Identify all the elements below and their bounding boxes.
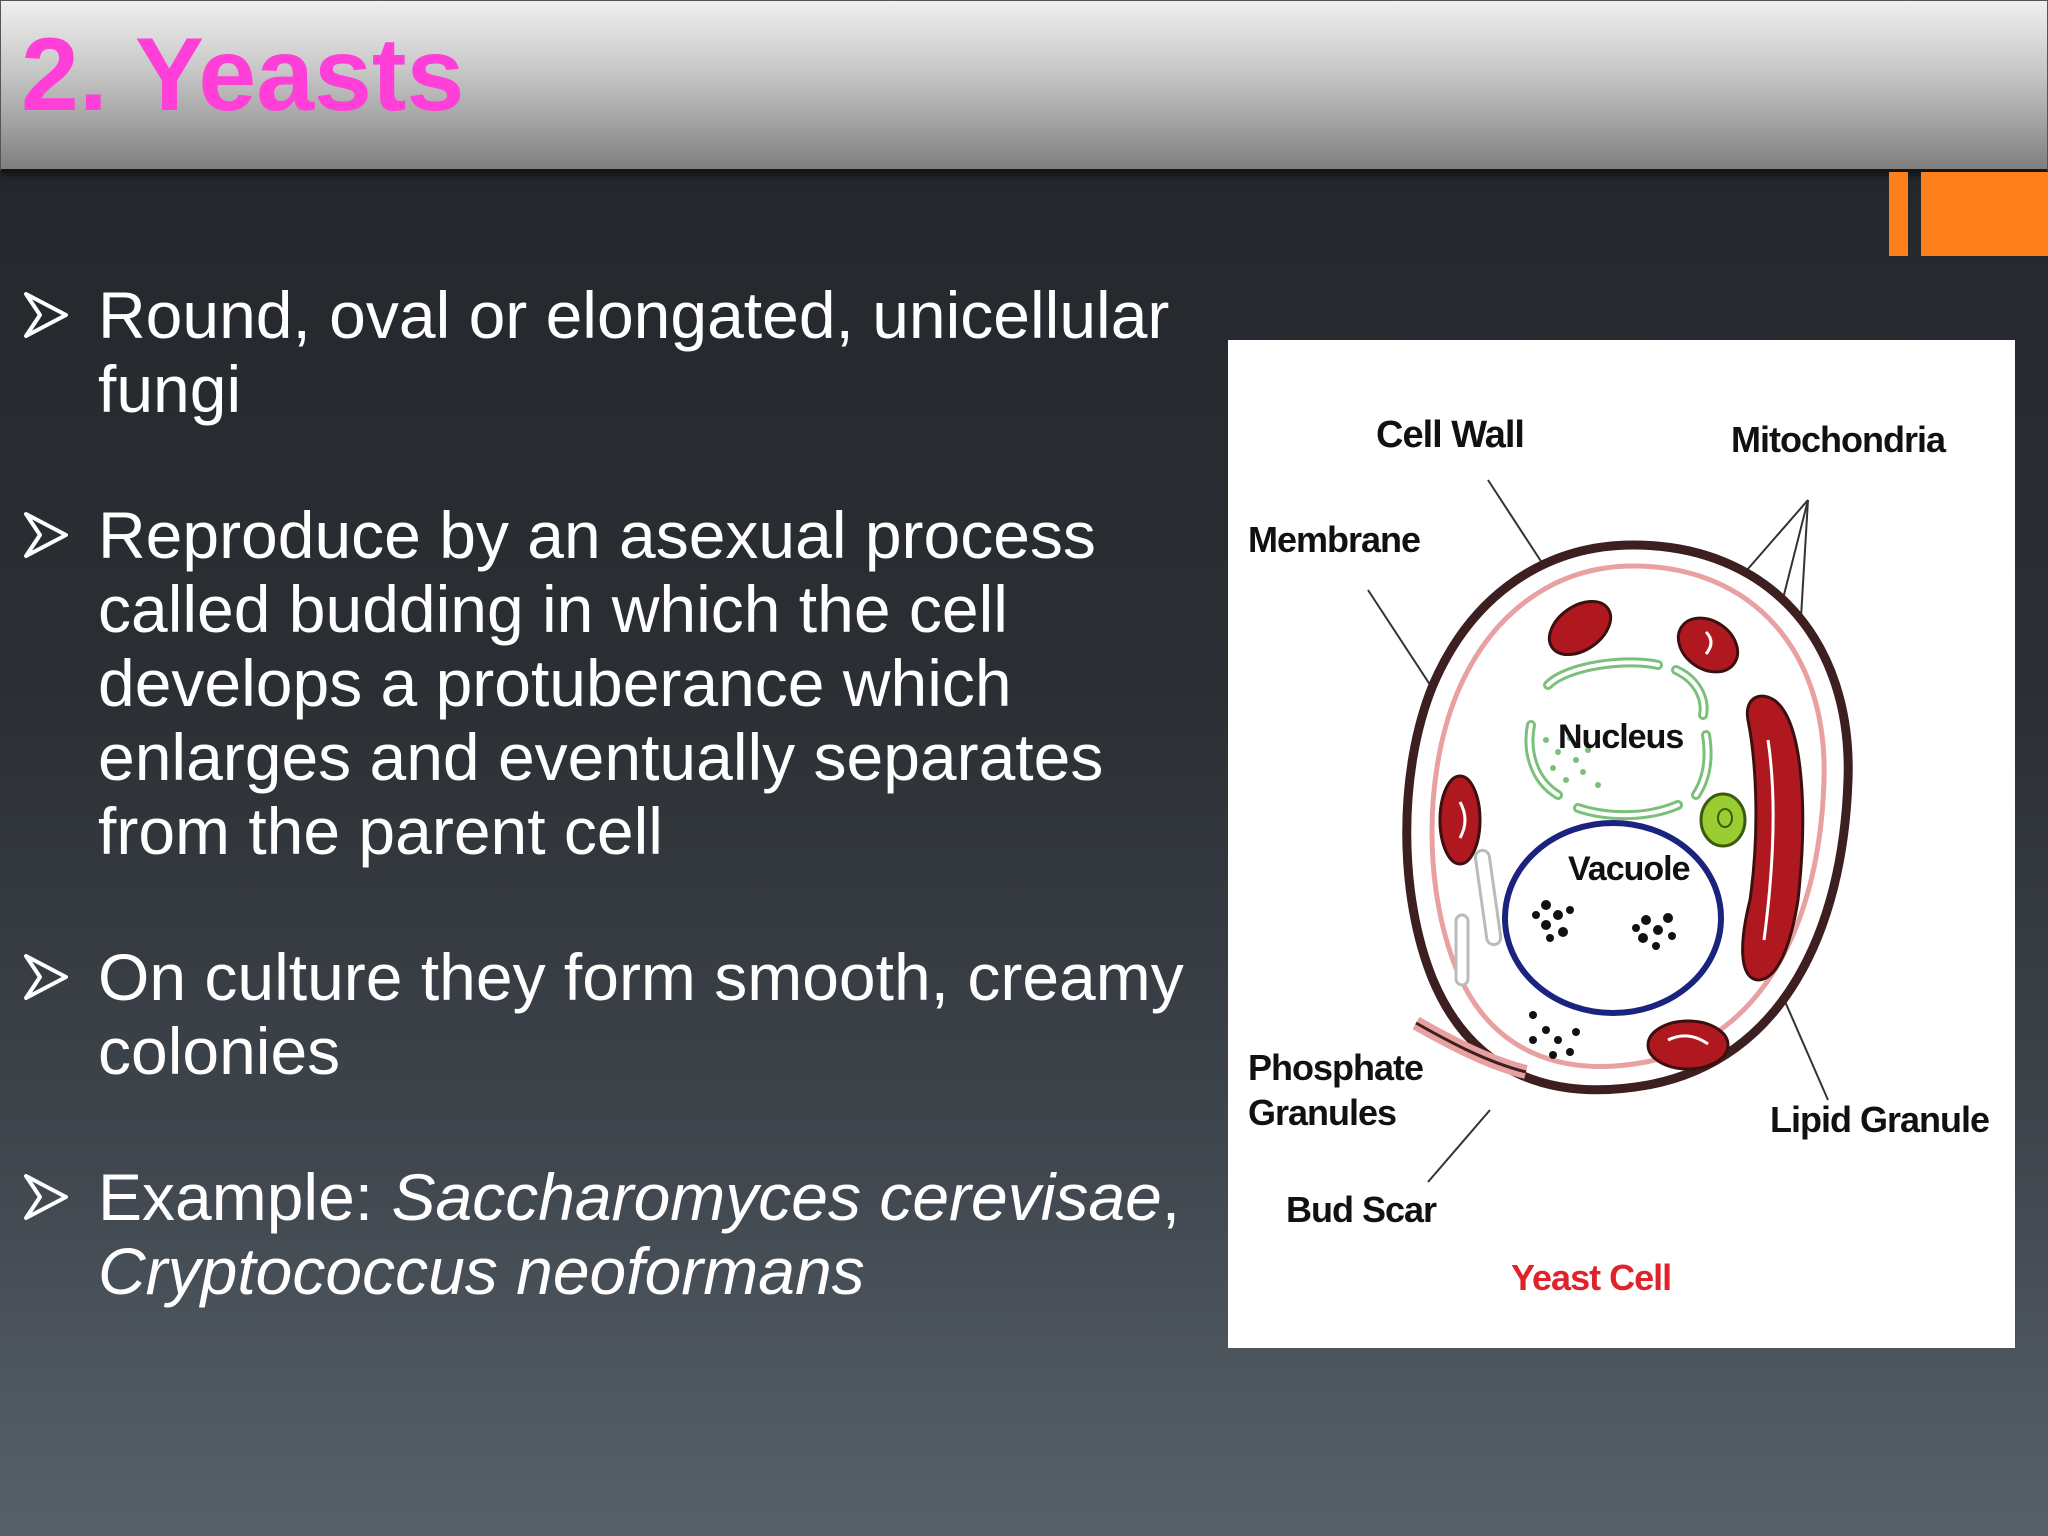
label-lipid-granule: Lipid Granule bbox=[1770, 1099, 1989, 1140]
figure-caption: Yeast Cell bbox=[1511, 1257, 1671, 1298]
cell-wall-leader bbox=[1487, 479, 1549, 573]
bullet-item: On culture they form smooth, creamy colo… bbox=[22, 940, 1232, 1088]
mitochondrion bbox=[1438, 774, 1482, 866]
nucleus bbox=[1524, 657, 1713, 821]
label-cell-wall: Cell Wall bbox=[1376, 414, 1524, 456]
label-vacuole: Vacuole bbox=[1568, 850, 1690, 888]
label-granules: Granules bbox=[1248, 1092, 1396, 1133]
label-mitochondria: Mitochondria bbox=[1731, 419, 1947, 460]
bullet-text: Reproduce by an asexual process called b… bbox=[98, 498, 1104, 868]
vacuole bbox=[1502, 820, 1724, 1016]
phosphate-granules bbox=[1529, 1011, 1580, 1059]
bullet-text: On culture they form smooth, creamy colo… bbox=[98, 940, 1184, 1088]
mitochondria bbox=[1438, 599, 1805, 1071]
label-phosphate: Phosphate bbox=[1248, 1047, 1423, 1088]
arrow-bullet-icon bbox=[24, 1174, 68, 1220]
arrow-bullet-icon bbox=[24, 512, 68, 558]
label-bud-scar: Bud Scar bbox=[1286, 1189, 1437, 1230]
yeast-cell-diagram: Cell Wall Mitochondria Membrane Nucleus … bbox=[1248, 414, 1990, 1298]
accent-bar-thin bbox=[1889, 172, 1908, 256]
mitochondrion bbox=[1646, 1019, 1730, 1071]
nucleolus-dots bbox=[1543, 735, 1601, 788]
arrow-bullet-icon bbox=[24, 954, 68, 1000]
bullet-text: Round, oval or elongated, unicellular fu… bbox=[98, 278, 1170, 426]
membrane-leader bbox=[1367, 589, 1441, 701]
bullet-item: Round, oval or elongated, unicellular fu… bbox=[22, 278, 1232, 426]
label-membrane: Membrane bbox=[1248, 519, 1420, 560]
cell-membrane bbox=[1429, 563, 1827, 1069]
species-name: Cryptococcus neoformans bbox=[98, 1234, 865, 1308]
title-bar: 2. Yeasts bbox=[0, 0, 2048, 172]
yeast-cell-figure: Cell Wall Mitochondria Membrane Nucleus … bbox=[1228, 340, 2015, 1348]
mitochondrion bbox=[1547, 599, 1613, 657]
lipid-granule-leader bbox=[1779, 989, 1829, 1101]
bud-scar-leader bbox=[1427, 1109, 1491, 1183]
bullet-prefix: Example: bbox=[98, 1160, 392, 1234]
species-name: Saccharomyces cerevisae bbox=[391, 1160, 1162, 1234]
mitochondrion bbox=[1676, 616, 1740, 674]
bullet-separator: , bbox=[1161, 1160, 1181, 1234]
lipid-granule bbox=[1699, 792, 1747, 848]
bullet-list: Round, oval or elongated, unicellular fu… bbox=[22, 278, 1232, 1380]
accent-bar-wide bbox=[1921, 172, 2048, 256]
bullet-item: Reproduce by an asexual process called b… bbox=[22, 498, 1232, 868]
arrow-bullet-icon bbox=[24, 292, 68, 338]
inclusions bbox=[1454, 848, 1503, 987]
label-nucleus: Nucleus bbox=[1558, 718, 1683, 756]
vacuole-granules bbox=[1532, 900, 1676, 950]
bullet-item: Example: Saccharomyces cerevisae, Crypto… bbox=[22, 1160, 1232, 1308]
slide-title: 2. Yeasts bbox=[21, 17, 465, 133]
